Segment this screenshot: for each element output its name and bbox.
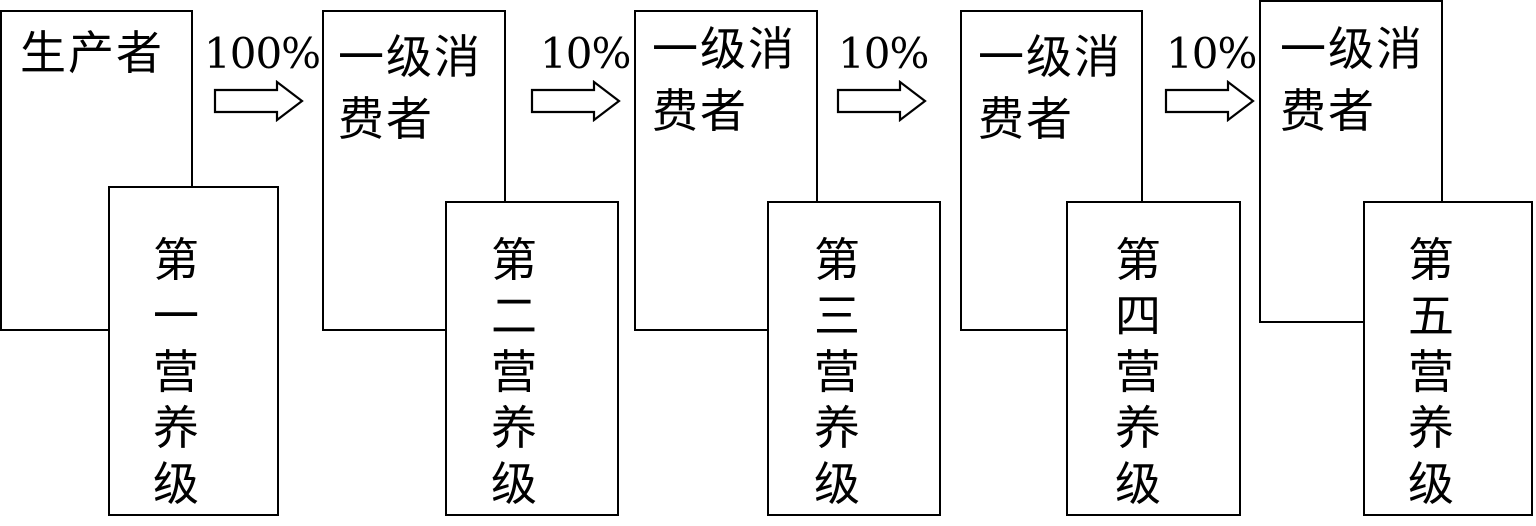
transfer-percent-3: 10% xyxy=(838,29,929,78)
organism-label-line: 费者 xyxy=(978,92,1074,146)
trophic-level-label-5: 第五营养级 xyxy=(1403,232,1459,512)
organism-label-line: 费者 xyxy=(1280,84,1376,138)
trophic-level-char: 级 xyxy=(491,457,537,511)
trophic-level-char: 营 xyxy=(491,345,537,399)
organism-label-2: 一级消费者 xyxy=(338,26,482,150)
trophic-level-label-1: 第一营养级 xyxy=(148,232,204,512)
transfer-percent-2: 10% xyxy=(540,29,631,78)
trophic-level-char: 养 xyxy=(1115,401,1161,455)
trophic-level-char: 四 xyxy=(1115,289,1161,343)
trophic-level-char: 营 xyxy=(1408,345,1454,399)
trophic-level-label-2: 第二营养级 xyxy=(486,232,542,512)
right-arrow-icon xyxy=(1164,80,1255,122)
transfer-percent-1: 100% xyxy=(204,29,321,78)
trophic-level-char: 营 xyxy=(814,345,860,399)
organism-label-3: 一级消费者 xyxy=(652,18,796,142)
trophic-level-char: 第 xyxy=(491,233,537,287)
organism-label-line: 费者 xyxy=(338,92,434,146)
trophic-level-label-3: 第三营养级 xyxy=(809,232,865,512)
transfer-percent-4: 10% xyxy=(1166,29,1257,78)
trophic-level-char: 级 xyxy=(1408,457,1454,511)
trophic-level-char: 第 xyxy=(814,233,860,287)
trophic-level-box-3 xyxy=(767,201,941,516)
trophic-level-box-2 xyxy=(445,201,619,516)
trophic-level-char: 养 xyxy=(491,401,537,455)
organism-label-line: 一级消 xyxy=(338,30,482,84)
trophic-level-char: 二 xyxy=(491,289,537,343)
organism-label-line: 费者 xyxy=(652,84,748,138)
organism-label-1: 生产者 xyxy=(20,22,164,84)
organism-label-line: 生产者 xyxy=(20,26,164,80)
trophic-level-char: 级 xyxy=(153,457,199,511)
trophic-level-char: 养 xyxy=(814,401,860,455)
trophic-level-char: 三 xyxy=(814,289,860,343)
trophic-level-char: 营 xyxy=(153,345,199,399)
trophic-level-box-4 xyxy=(1066,201,1241,516)
organism-label-line: 一级消 xyxy=(978,30,1122,84)
organism-label-5: 一级消费者 xyxy=(1280,18,1424,142)
trophic-level-char: 一 xyxy=(153,289,199,343)
trophic-level-label-4: 第四营养级 xyxy=(1110,232,1166,512)
trophic-level-box-5 xyxy=(1363,201,1533,516)
trophic-level-char: 养 xyxy=(153,401,199,455)
trophic-level-char: 级 xyxy=(814,457,860,511)
trophic-level-char: 第 xyxy=(1115,233,1161,287)
right-arrow-icon xyxy=(213,80,304,122)
trophic-level-box-1 xyxy=(108,186,279,516)
trophic-level-char: 级 xyxy=(1115,457,1161,511)
organism-label-line: 一级消 xyxy=(1280,22,1424,76)
right-arrow-icon xyxy=(836,80,927,122)
organism-label-4: 一级消费者 xyxy=(978,26,1122,150)
trophic-level-char: 营 xyxy=(1115,345,1161,399)
right-arrow-icon xyxy=(530,80,621,122)
trophic-level-char: 五 xyxy=(1408,289,1454,343)
organism-label-line: 一级消 xyxy=(652,22,796,76)
trophic-level-char: 第 xyxy=(153,233,199,287)
trophic-level-char: 养 xyxy=(1408,401,1454,455)
trophic-level-char: 第 xyxy=(1408,233,1454,287)
